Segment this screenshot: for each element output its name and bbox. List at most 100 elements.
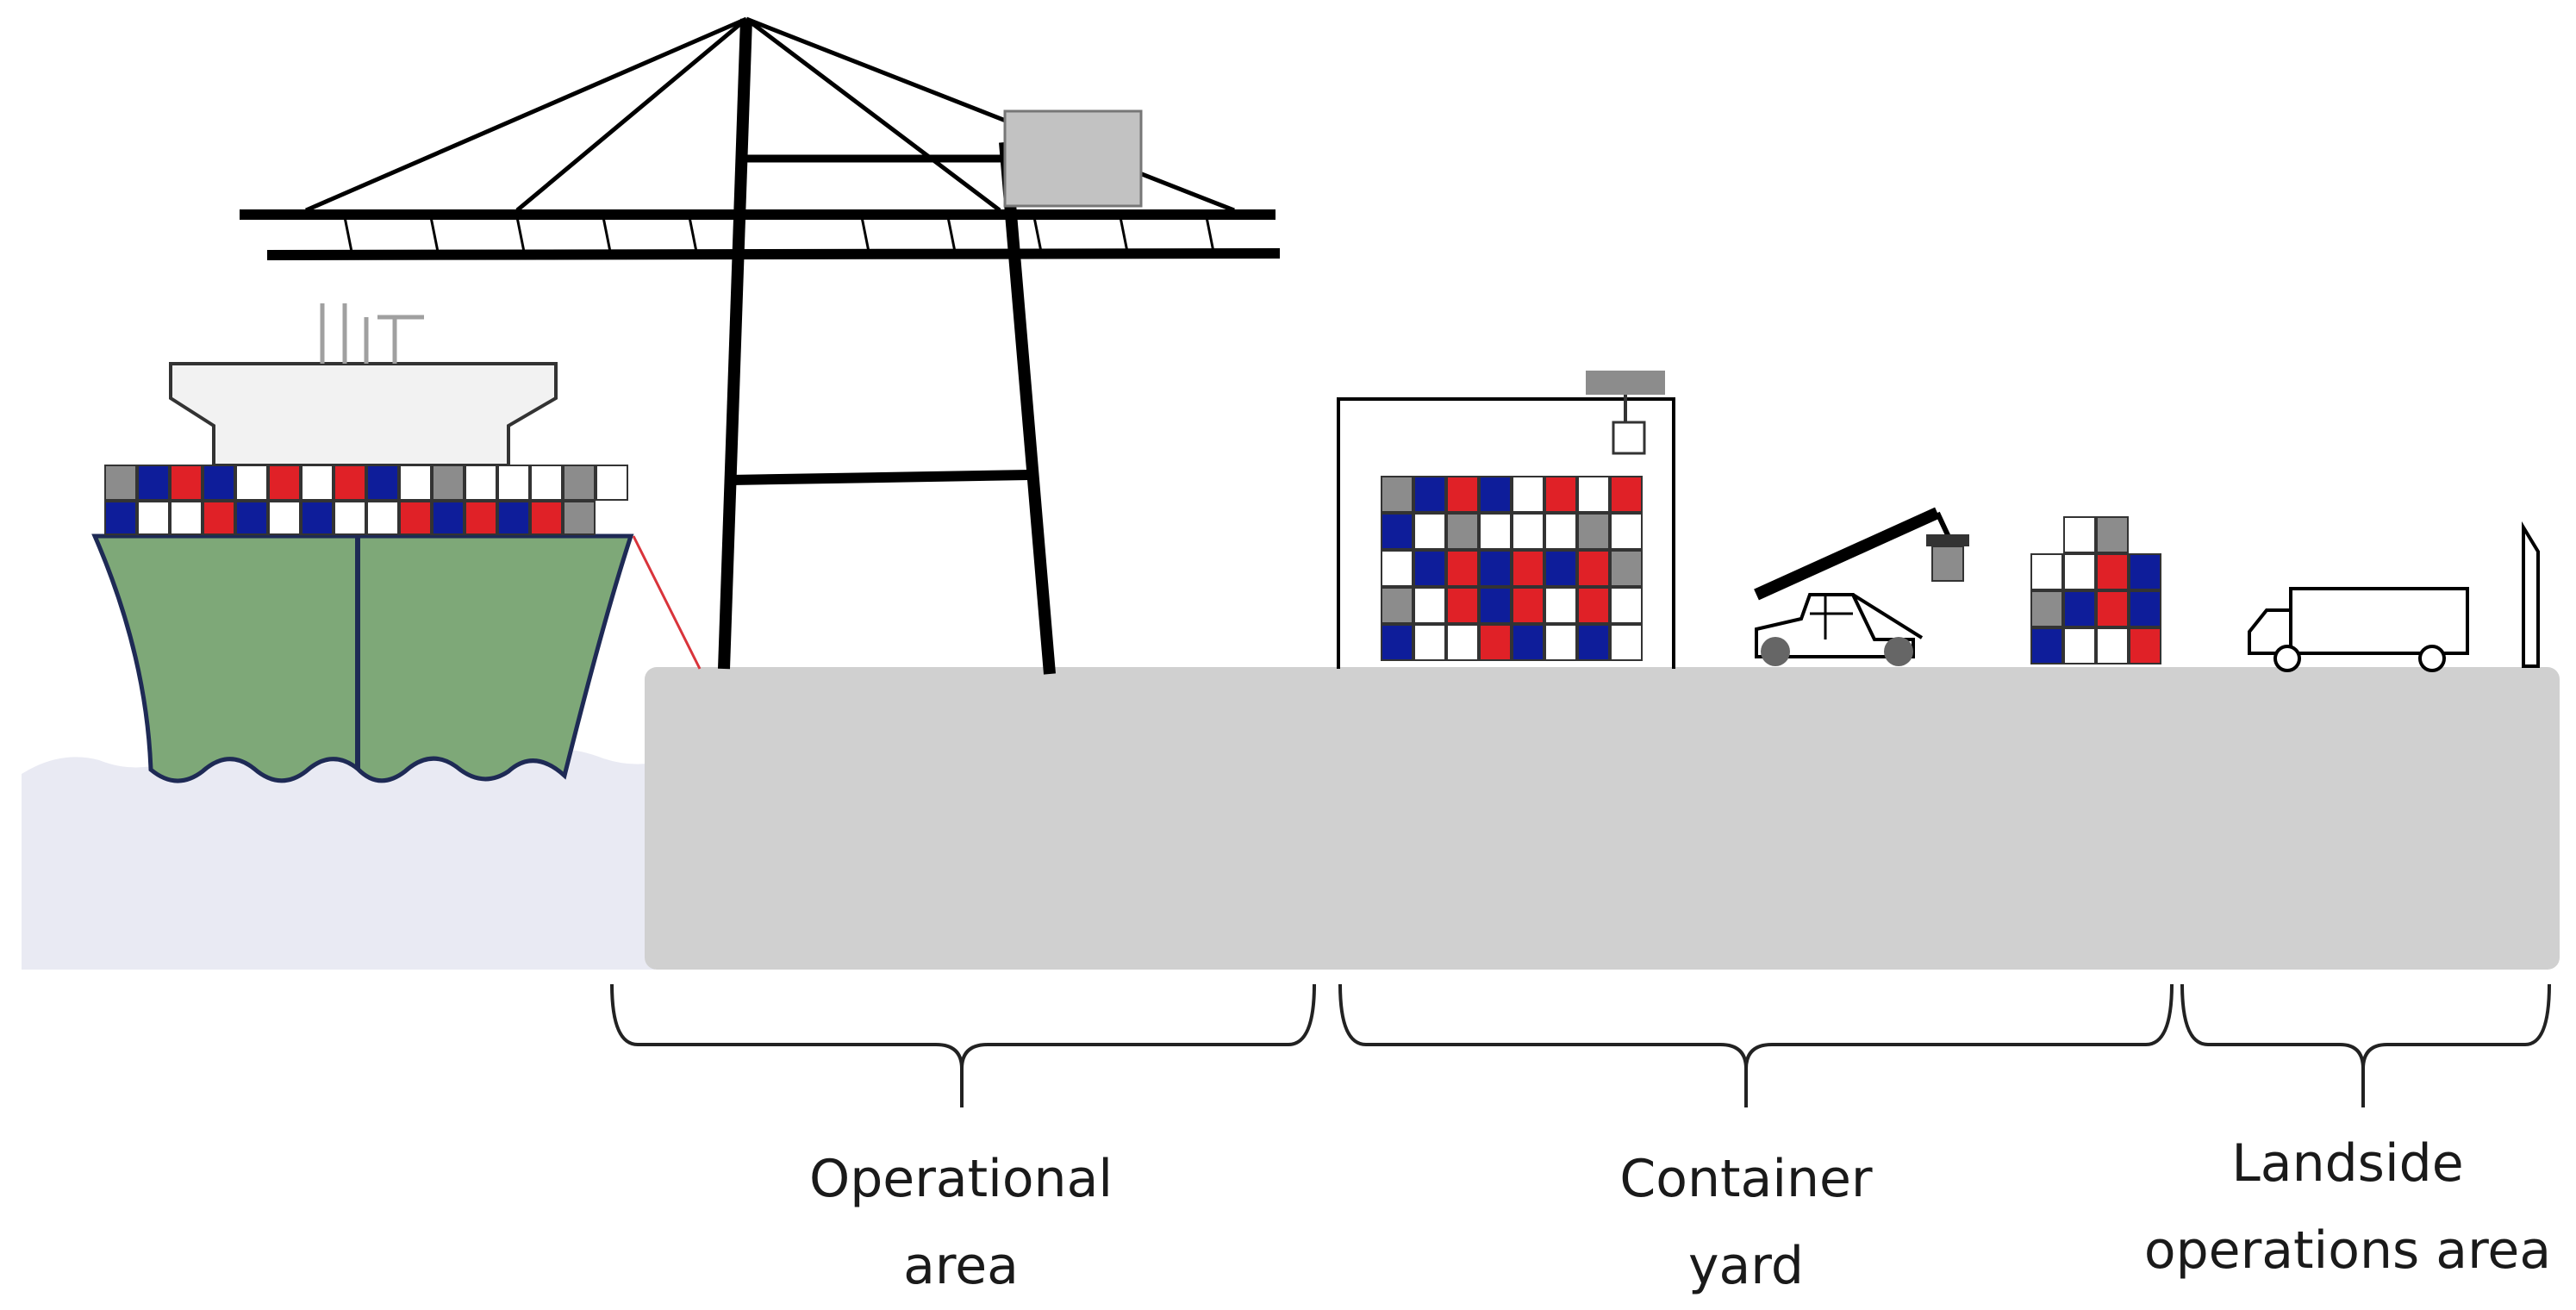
- container: [563, 501, 596, 535]
- container: [334, 501, 366, 535]
- container: [2096, 553, 2129, 590]
- container: [2063, 516, 2096, 553]
- container: [1413, 624, 1446, 661]
- container: [170, 465, 203, 501]
- container: [137, 465, 170, 501]
- container: [1479, 513, 1512, 550]
- container: [399, 501, 432, 535]
- container: [1381, 476, 1413, 513]
- brace-landside: [2180, 983, 2551, 1107]
- brace-operational: [610, 983, 1316, 1107]
- container: [2063, 553, 2096, 590]
- container: [432, 465, 465, 501]
- container: [1446, 476, 1479, 513]
- yard-container-block: [1381, 476, 1643, 661]
- label-landside-operations-area: Landside operations area: [2132, 1120, 2563, 1294]
- container: [1446, 624, 1479, 661]
- container: [1610, 513, 1643, 550]
- container: [596, 465, 628, 501]
- crane-leg-left: [718, 18, 752, 670]
- container: [1479, 624, 1512, 661]
- yard-gantry: [1337, 371, 1675, 669]
- container: [465, 465, 497, 501]
- ship-hull: [91, 533, 634, 783]
- container: [1479, 476, 1512, 513]
- container: [1577, 624, 1610, 661]
- gate-post: [2522, 521, 2540, 668]
- container: [301, 465, 334, 501]
- container: [1479, 550, 1512, 587]
- container: [497, 501, 530, 535]
- container: [1610, 624, 1643, 661]
- container: [1544, 587, 1577, 624]
- container: [563, 465, 596, 501]
- container: [1610, 476, 1643, 513]
- gantry-crane: [240, 16, 1281, 675]
- yard-gantry-spreader: [1612, 421, 1646, 455]
- container: [1577, 550, 1610, 587]
- container: [2030, 553, 2063, 590]
- water: [22, 748, 655, 970]
- container: [2096, 516, 2129, 553]
- container: [1413, 550, 1446, 587]
- reach-stacker-wheel-front: [1761, 637, 1790, 666]
- container: [465, 501, 497, 535]
- container: [1512, 513, 1544, 550]
- truck: [2248, 587, 2469, 672]
- container: [1544, 513, 1577, 550]
- reach-stacker-container: [1931, 546, 1964, 582]
- label-operational-line1: Operational: [808, 1149, 1113, 1209]
- container: [2096, 627, 2129, 664]
- yard-gantry-frame: [1337, 397, 1675, 669]
- label-landside-line2: operations area: [2143, 1220, 2552, 1281]
- container: [2063, 590, 2096, 627]
- container: [1610, 587, 1643, 624]
- container: [1544, 550, 1577, 587]
- container: [497, 465, 530, 501]
- container: [1446, 513, 1479, 550]
- container: [235, 465, 268, 501]
- truck-wheel-front: [2273, 645, 2301, 672]
- container: [268, 465, 301, 501]
- container: [268, 501, 301, 535]
- container: [1446, 550, 1479, 587]
- truck-wheel-rear: [2418, 645, 2446, 672]
- reach-stacker: [1754, 507, 1969, 666]
- container: [2030, 590, 2063, 627]
- mooring-line: [632, 535, 702, 670]
- yard-gantry-trolley: [1586, 371, 1665, 395]
- container: [334, 465, 366, 501]
- crane-crossbeam-low: [730, 470, 1031, 485]
- crane-trolley: [1003, 109, 1143, 208]
- container: [235, 501, 268, 535]
- crane-leg-right: [999, 141, 1056, 675]
- container: [2129, 553, 2161, 590]
- brace-container-yard: [1338, 983, 2174, 1107]
- container: [1381, 513, 1413, 550]
- container: [366, 501, 399, 535]
- crane-boom-lower: [266, 248, 1281, 260]
- container: [366, 465, 399, 501]
- container: [1446, 587, 1479, 624]
- container: [1413, 587, 1446, 624]
- container: [170, 501, 203, 535]
- container: [1544, 624, 1577, 661]
- container: [1381, 550, 1413, 587]
- container: [1479, 587, 1512, 624]
- label-container-yard: Container yard: [1574, 1136, 1918, 1310]
- container: [104, 465, 137, 501]
- container: [2096, 590, 2129, 627]
- reach-stacker-wheel-rear: [1884, 637, 1913, 666]
- truck-trailer: [2289, 587, 2469, 655]
- container: [203, 465, 235, 501]
- container: [1512, 550, 1544, 587]
- ship-containers: [104, 465, 628, 535]
- container: [1512, 587, 1544, 624]
- container: [432, 501, 465, 535]
- container: [2129, 590, 2161, 627]
- label-landside-line1: Landside: [2231, 1133, 2464, 1194]
- ship-mast: [320, 303, 424, 364]
- container: [1381, 587, 1413, 624]
- container: [1544, 476, 1577, 513]
